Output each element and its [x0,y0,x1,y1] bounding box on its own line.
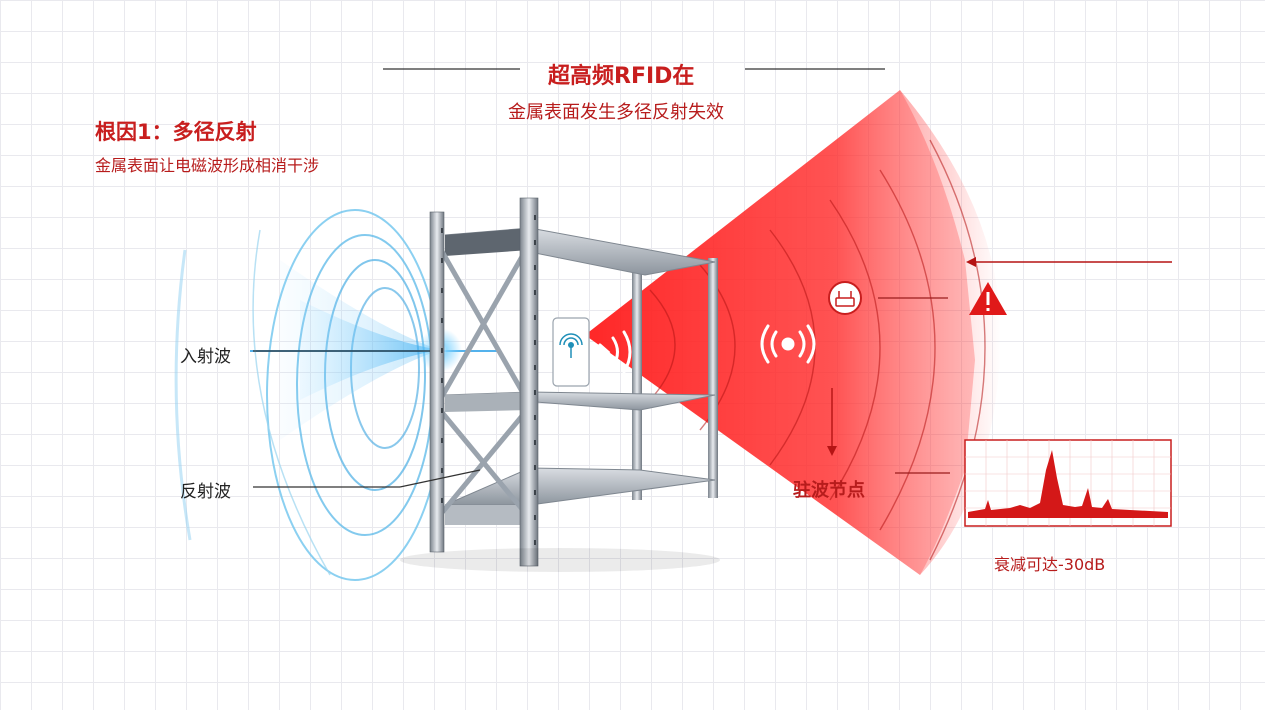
page-title: 超高频RFID在 [548,64,695,89]
incident-wave-label: 入射波 [180,347,231,367]
cause-subtitle: 金属表面让电磁波形成相消干涉 [95,156,320,175]
incoming-arrow [966,257,1172,267]
warning-triangle-icon [969,282,1007,315]
red-wave-cone [585,90,1001,575]
reader-antenna-icon [828,281,862,315]
metal-shelf [400,197,720,572]
attenuation-label: 衰减可达-30dB [994,555,1106,574]
attenuation-spectrum [964,439,1172,527]
signal-broadcast-icon [760,324,816,364]
tag-signal-icon [598,330,632,374]
reflected-wave-label: 反射波 [180,482,231,502]
cause-title: 根因1：多径反射 [95,120,257,144]
rfid-tag-icon [552,317,590,387]
blue-incident-wave [174,209,500,581]
page-subtitle: 金属表面发生多径反射失效 [508,102,724,123]
standing-node-label: 驻波节点 [793,480,865,501]
node-down-arrow [827,388,837,456]
